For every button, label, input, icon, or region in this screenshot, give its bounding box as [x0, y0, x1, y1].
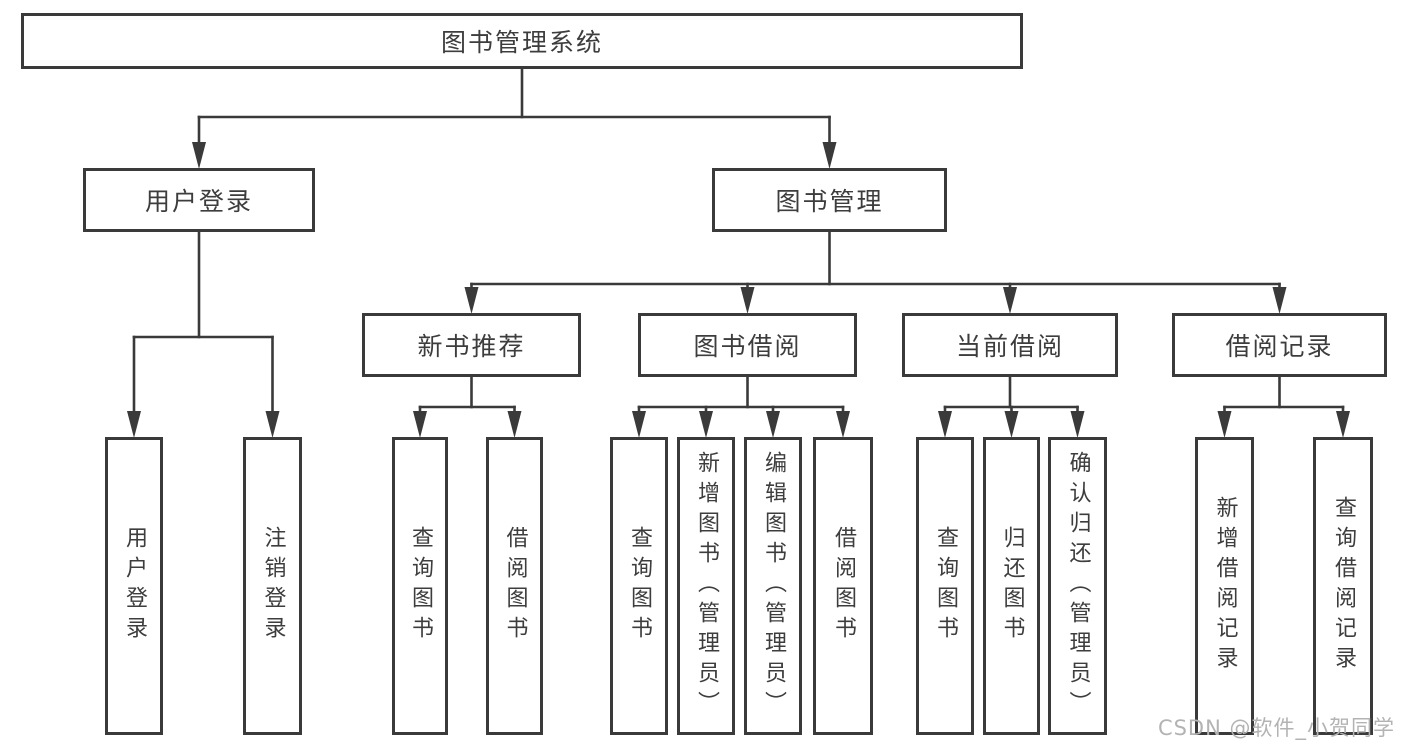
- node-label: 编辑图书（管理员）: [761, 451, 786, 721]
- node-label: 归还图书: [999, 526, 1025, 646]
- node-cb-query-books: 查询图书: [916, 437, 974, 735]
- arrowhead-icon: [1272, 287, 1287, 314]
- node-label: 当前借阅: [955, 332, 1064, 361]
- arrowhead-icon: [1336, 411, 1350, 438]
- node-current-borrow: 当前借阅: [902, 313, 1118, 377]
- arrowhead-icon: [766, 411, 780, 438]
- node-login: 用户登录: [105, 437, 163, 735]
- node-br-add-record: 新增借阅记录: [1195, 437, 1254, 735]
- node-cb-return-books: 归还图书: [983, 437, 1040, 735]
- node-label: 借阅记录: [1225, 332, 1334, 361]
- arrowhead-icon: [1003, 287, 1017, 314]
- node-br-query-record: 查询借阅记录: [1313, 437, 1373, 735]
- node-label: 用户登录: [122, 526, 147, 646]
- node-new-book-recommend: 新书推荐: [362, 313, 581, 377]
- arrowhead-icon: [836, 411, 850, 438]
- node-user-login-module: 用户登录: [83, 168, 315, 232]
- node-label: 新增图书（管理员）: [694, 451, 719, 721]
- arrowhead-icon: [1004, 411, 1019, 438]
- arrowhead-icon: [265, 411, 280, 438]
- node-label: 借阅图书: [831, 526, 856, 646]
- node-label: 查询图书: [933, 526, 958, 646]
- node-label: 图书借阅: [693, 332, 802, 361]
- node-label: 查询图书: [627, 526, 652, 646]
- node-borrow-records: 借阅记录: [1172, 313, 1387, 377]
- arrowhead-icon: [1070, 411, 1085, 438]
- node-nb-borrow-books: 借阅图书: [486, 437, 543, 735]
- node-cb-confirm-return-admin: 确认归还（管理员）: [1048, 437, 1107, 735]
- arrowhead-icon: [740, 287, 755, 314]
- node-nb-query-books: 查询图书: [392, 437, 448, 735]
- node-label: 注销登录: [260, 526, 286, 646]
- node-book-management: 图书管理: [712, 168, 947, 232]
- watermark: CSDN @软件_小贺同学: [1157, 716, 1395, 740]
- node-label: 新增借阅记录: [1212, 496, 1238, 676]
- arrowhead-icon: [1217, 411, 1232, 438]
- arrowhead-icon: [413, 411, 427, 438]
- node-label: 新书推荐: [417, 332, 526, 361]
- node-bb-borrow-books: 借阅图书: [813, 437, 873, 735]
- node-bb-add-books-admin: 新增图书（管理员）: [677, 437, 735, 735]
- node-label: 用户登录: [144, 187, 253, 216]
- node-bb-edit-books-admin: 编辑图书（管理员）: [744, 437, 802, 735]
- node-logout: 注销登录: [243, 437, 302, 735]
- node-label: 查询借阅记录: [1331, 496, 1356, 676]
- node-label: 查询图书: [408, 526, 433, 646]
- node-bb-query-books: 查询图书: [610, 437, 668, 735]
- node-system: 图书管理系统: [21, 13, 1023, 69]
- arrowhead-icon: [699, 411, 713, 438]
- node-label: 图书管理: [775, 187, 884, 216]
- arrowhead-icon: [507, 411, 522, 438]
- node-book-borrow: 图书借阅: [638, 313, 857, 377]
- node-label: 图书管理系统: [440, 28, 603, 57]
- arrowhead-icon: [127, 411, 141, 438]
- node-label: 借阅图书: [502, 526, 528, 646]
- arrowhead-icon: [938, 411, 952, 438]
- arrowhead-icon: [192, 142, 206, 169]
- arrowhead-icon: [464, 287, 479, 314]
- node-label: 确认归还（管理员）: [1065, 451, 1091, 721]
- arrowhead-icon: [822, 142, 837, 169]
- arrowhead-icon: [632, 411, 646, 438]
